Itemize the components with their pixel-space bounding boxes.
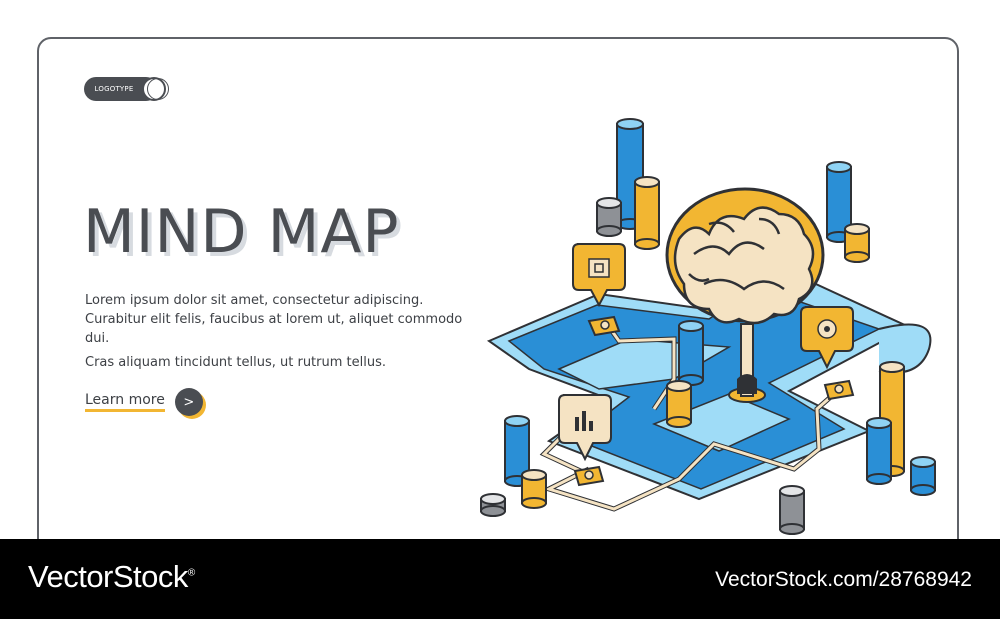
cylinder-right-small-blue: [910, 456, 936, 496]
wire-node-3: [573, 465, 605, 487]
learn-more-link[interactable]: Learn more >: [85, 387, 203, 417]
registered-mark: ®: [187, 567, 195, 579]
chevron-right-icon[interactable]: >: [174, 388, 203, 416]
footer-brand: VectorStock®: [28, 559, 195, 595]
hero-paragraph-1: Lorem ipsum dolor sit amet, consectetur …: [85, 293, 463, 346]
chart-marker-icon: [558, 394, 612, 462]
hero-paragraph-2: Cras aliquam tincidunt tellus, ut rutrum…: [85, 355, 386, 370]
cylinder-tall-blue-1: [616, 118, 644, 230]
wire-node-1: [587, 315, 621, 337]
learn-more-label[interactable]: Learn more: [85, 392, 165, 412]
footer-url-id: VectorStock.com/28768942: [715, 568, 972, 591]
footer-bar: VectorStock® VectorStock.com/28768942: [0, 539, 1000, 619]
cylinder-yellow-1: [634, 176, 660, 250]
gear-marker-icon: [800, 306, 854, 370]
cylinder-yellow-2: [844, 223, 870, 263]
logo[interactable]: LOGOTYPE: [84, 77, 174, 101]
cylinder-tall-blue-2: [826, 161, 852, 243]
logo-ring-outline-icon: [147, 78, 169, 100]
wire-node-2: [823, 379, 855, 401]
cylinder-left-gray: [480, 493, 506, 517]
logo-text: LOGOTYPE: [94, 85, 134, 93]
brain-icon: [665, 187, 825, 325]
cylinder-gray-1: [596, 197, 622, 237]
landing-page-frame: LOGOTYPE MIND MAP Lorem ipsum dolor sit …: [37, 37, 959, 557]
cylinder-bottom-gray: [779, 485, 805, 535]
cylinder-center-yellow: [666, 380, 692, 428]
cylinder-left-yellow: [521, 469, 547, 509]
cylinder-right-blue: [866, 417, 892, 485]
mind-map-illustration: [480, 118, 936, 535]
page-title: MIND MAP: [83, 197, 400, 267]
cylinder-center-blue: [678, 320, 704, 386]
footer-brand-text: VectorStock: [28, 559, 188, 594]
chip-marker-icon: [572, 243, 626, 308]
brain-stand: [728, 323, 766, 403]
